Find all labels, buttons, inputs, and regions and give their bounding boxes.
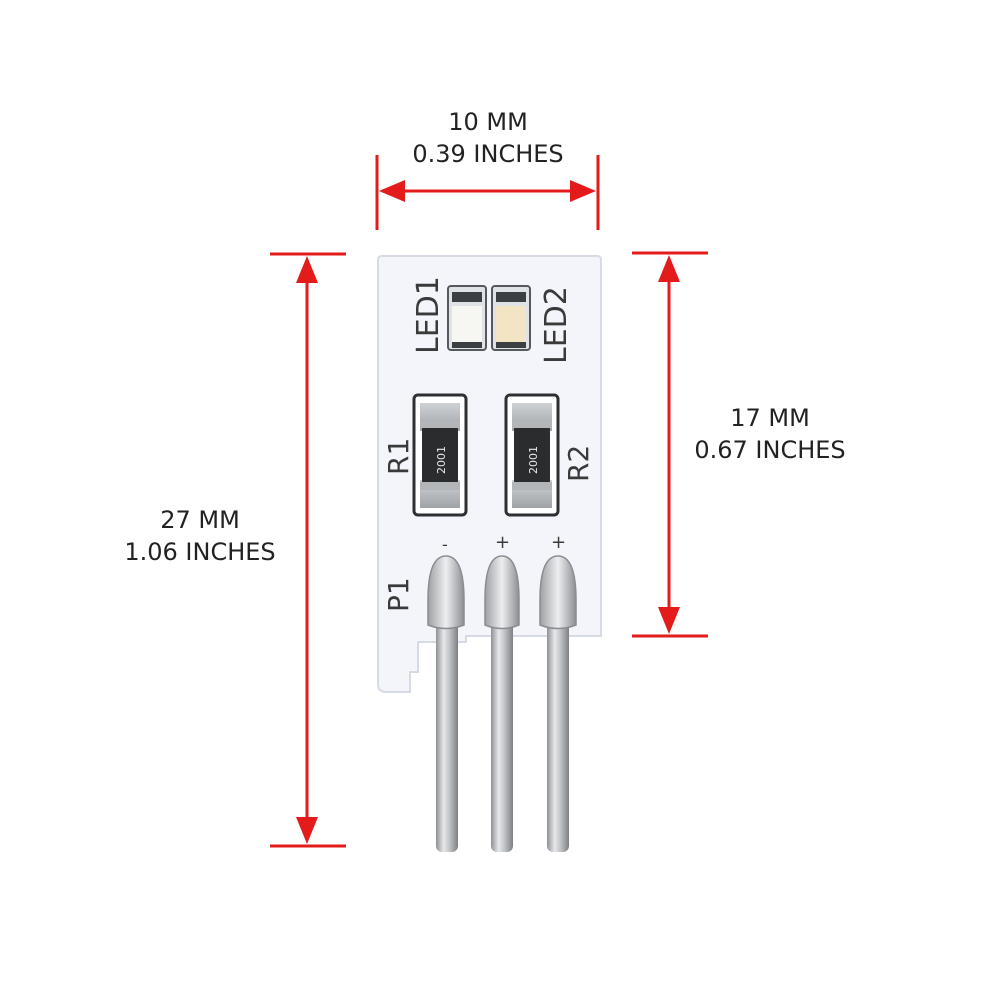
led2-label: LED2 <box>539 286 574 364</box>
board-height-inches: 0.67 INCHES <box>694 436 846 464</box>
total-height-mm: 27 MM <box>160 506 240 534</box>
width-mm: 10 MM <box>448 108 528 136</box>
board-height-mm: 17 MM <box>730 404 810 432</box>
width-dimension <box>375 155 600 230</box>
pin-plus-label-1: + <box>495 532 510 553</box>
r2-label: R2 <box>562 445 595 482</box>
resistor-r1 <box>412 393 468 517</box>
pin-2 <box>484 555 520 852</box>
pin-plus-label-2: + <box>551 532 566 553</box>
total-height-inches: 1.06 INCHES <box>124 538 276 566</box>
led2 <box>491 285 531 351</box>
total-height-label: 27 MM 1.06 INCHES <box>100 504 300 568</box>
led1-label: LED1 <box>411 276 446 354</box>
pcb-board: LED1 LED2 R1 R2 P1 2001 2001 - + + <box>377 255 602 852</box>
pin-3 <box>539 555 577 852</box>
width-arrow-right <box>570 180 596 202</box>
total-height-dimension <box>270 252 346 848</box>
width-inches: 0.39 INCHES <box>412 140 564 168</box>
board-height-dimension <box>632 251 708 638</box>
width-label: 10 MM 0.39 INCHES <box>388 106 588 170</box>
resistor-r2-code: 2001 <box>527 446 540 474</box>
p1-label: P1 <box>382 577 415 612</box>
pin-1 <box>427 555 465 852</box>
width-arrow-left <box>379 180 405 202</box>
total-height-arrow-top <box>296 256 318 283</box>
r1-label: R1 <box>382 438 415 475</box>
board-height-label: 17 MM 0.67 INCHES <box>670 402 870 466</box>
led1 <box>447 285 487 351</box>
pin-minus-label: - <box>442 535 448 554</box>
total-height-arrow-bottom <box>296 817 318 844</box>
resistor-r1-code: 2001 <box>435 446 448 474</box>
board-height-arrow-bottom <box>658 607 680 634</box>
resistor-r2 <box>504 393 560 517</box>
board-height-arrow-top <box>658 255 680 282</box>
